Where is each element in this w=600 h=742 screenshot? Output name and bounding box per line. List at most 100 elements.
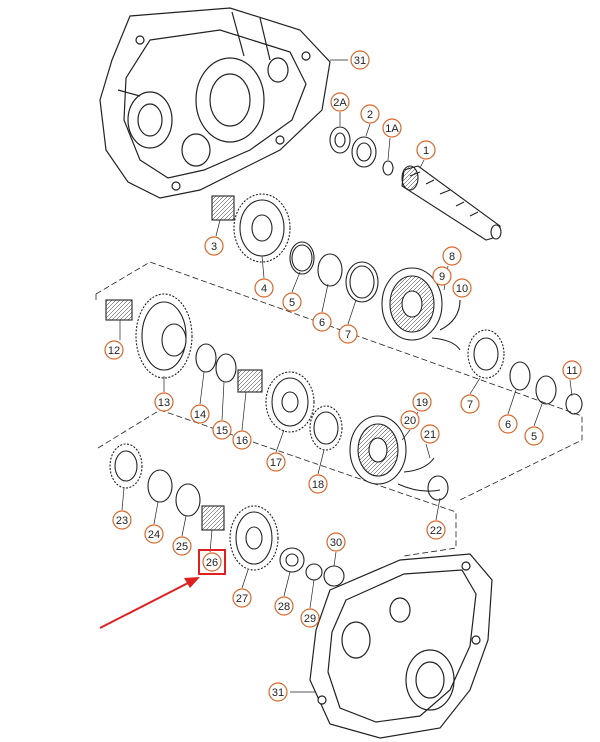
callout-number: 19 [416,397,428,409]
callout-circle [498,414,518,434]
callout-11: 11 [562,360,582,380]
callout-circle [300,608,320,628]
rings-23-24-25 [109,443,201,517]
callout-26: 26 [198,549,226,575]
synchro-hub-upper [381,267,583,415]
callout-circle [400,410,420,430]
rings-14-15 [195,343,237,383]
callout-number: 22 [430,525,442,537]
callout-circle [104,340,124,360]
gearbox-housing-top [99,7,331,199]
gear-4-assembly [211,193,291,263]
gear-13-assembly [105,293,193,379]
callout-number: 4 [261,283,267,295]
callout-12: 12 [104,340,124,360]
callout-circle [308,474,328,494]
callout-circle [274,596,294,616]
callout-10: 10 [452,278,472,298]
callout-circle [282,292,302,312]
callout-1: 1 [416,140,436,160]
callout-number: 12 [108,345,120,357]
callout-number: 30 [330,537,342,549]
callout-23: 23 [112,510,132,530]
callout-circle [326,532,346,552]
callout-13: 13 [154,392,174,412]
callout-number: 2 [367,109,373,121]
callout-circle [254,278,274,298]
callout-9: 9 [432,266,452,286]
callout-3: 3 [204,236,224,256]
callout-number: 31 [272,687,284,699]
callout-number: 2A [333,97,347,109]
callout-circle [204,236,224,256]
callout-16: 16 [232,430,252,450]
input-shaft [401,165,502,241]
callout-number: 15 [216,425,228,437]
callout-circle [338,324,358,344]
callout-29: 29 [300,608,320,628]
callout-circle [562,360,582,380]
callout-number: 1A [385,123,399,135]
callout-circle [442,246,462,266]
gearbox-housing-bottom [309,553,493,739]
callout-circle [416,140,436,160]
callout-7: 7 [460,394,480,414]
callout-number: 14 [194,409,206,421]
callout-number: 17 [270,457,282,469]
callout-28: 28 [274,596,294,616]
callout-circle [452,278,472,298]
callout-8: 8 [442,246,462,266]
callout-20: 20 [400,410,420,430]
rings-5-6-7 [289,241,379,303]
callout-6: 6 [312,312,332,332]
callout-circle [432,266,452,286]
callout-number: 31 [354,55,366,67]
callout-number: 9 [439,271,445,283]
callout-number: 6 [319,317,325,329]
callout-circle [330,92,350,112]
callout-number: 25 [176,541,188,553]
callout-circle [268,682,288,702]
callout-24: 24 [144,524,164,544]
callout-circle [232,430,252,450]
callout-1A: 1A [382,118,402,138]
callout-circle [266,452,286,472]
callout-21: 21 [420,424,440,444]
callout-18: 18 [308,474,328,494]
callout-circle [426,520,446,540]
highlight-box [198,549,226,575]
callout-30: 30 [326,532,346,552]
callout-number: 7 [345,329,351,341]
washers-top [329,126,394,176]
callout-number: 20 [404,415,416,427]
callout-number: 27 [236,593,248,605]
callout-number: 3 [211,241,217,253]
callout-number: 26 [206,557,218,569]
assembly-frames [95,261,583,557]
callout-22: 22 [426,520,446,540]
callout-circle [190,404,210,424]
ring-18 [309,405,343,451]
needle-bearing-26 [201,505,225,531]
callout-circle [154,392,174,412]
callout-number: 29 [304,613,316,625]
callout-number: 10 [456,283,468,295]
callout-number: 8 [449,251,455,263]
callout-19: 19 [412,392,432,412]
callout-25: 25 [172,536,192,556]
callout-6: 6 [498,414,518,434]
callout-number: 5 [531,431,537,443]
callout-31: 31 [268,682,288,702]
callout-circle [412,392,432,412]
callout-17: 17 [266,452,286,472]
callout-2: 2 [360,104,380,124]
callout-number: 5 [289,297,295,309]
callout-27: 27 [232,588,252,608]
callout-5: 5 [282,292,302,312]
callout-4: 4 [254,278,274,298]
callout-circle [112,510,132,530]
callout-number: 23 [116,515,128,527]
callout-2A: 2A [330,92,350,112]
